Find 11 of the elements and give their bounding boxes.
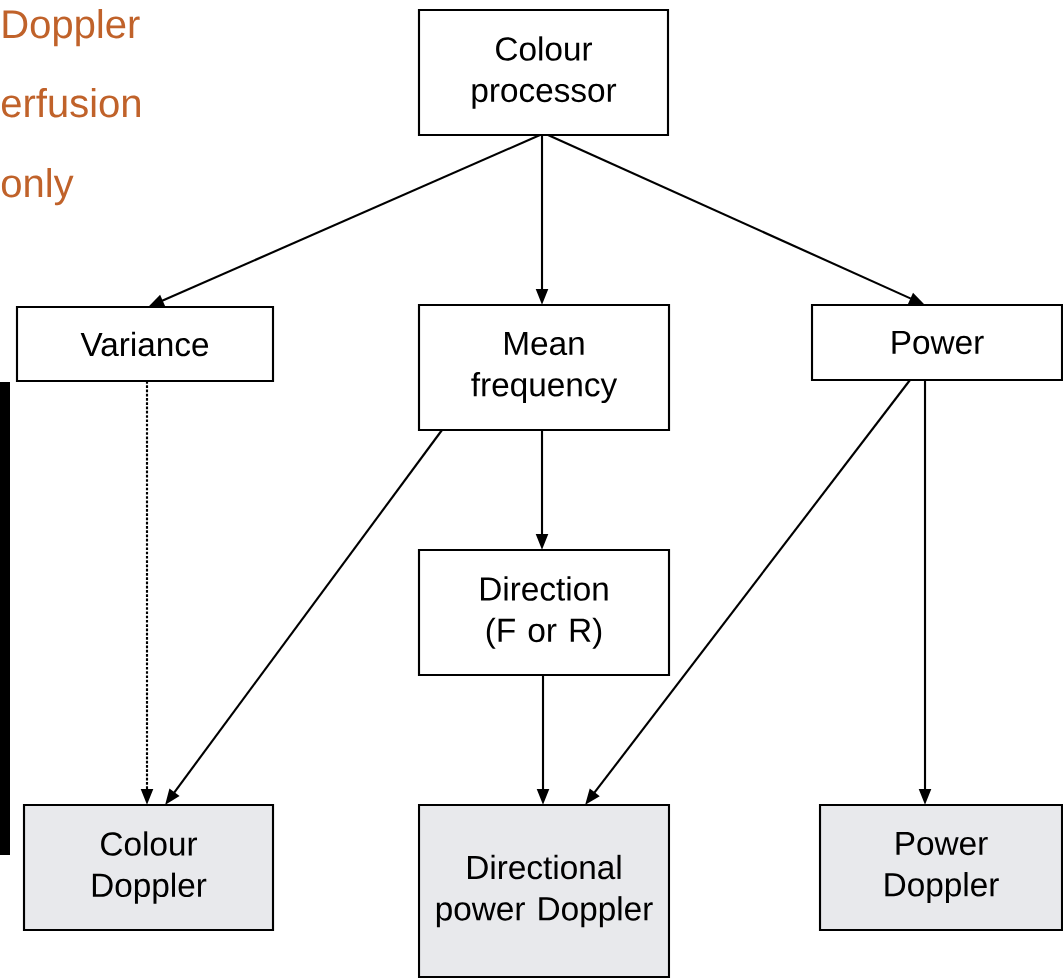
process-box: Direction (F or R)	[417, 548, 671, 677]
heading-text: Doppler	[3, 9, 140, 47]
output-box: Colour Doppler	[22, 803, 275, 932]
heading-text: erfusion	[1, 88, 140, 118]
process-box: Mean frequency	[417, 303, 671, 432]
output-box: Directional power Doppler	[417, 803, 671, 978]
process-box: Colour processor	[417, 8, 670, 137]
process-box: Variance	[15, 305, 275, 383]
heading-text: only	[1, 168, 74, 206]
process-box: Power	[810, 303, 1063, 382]
output-box: Power Doppler	[818, 803, 1063, 932]
